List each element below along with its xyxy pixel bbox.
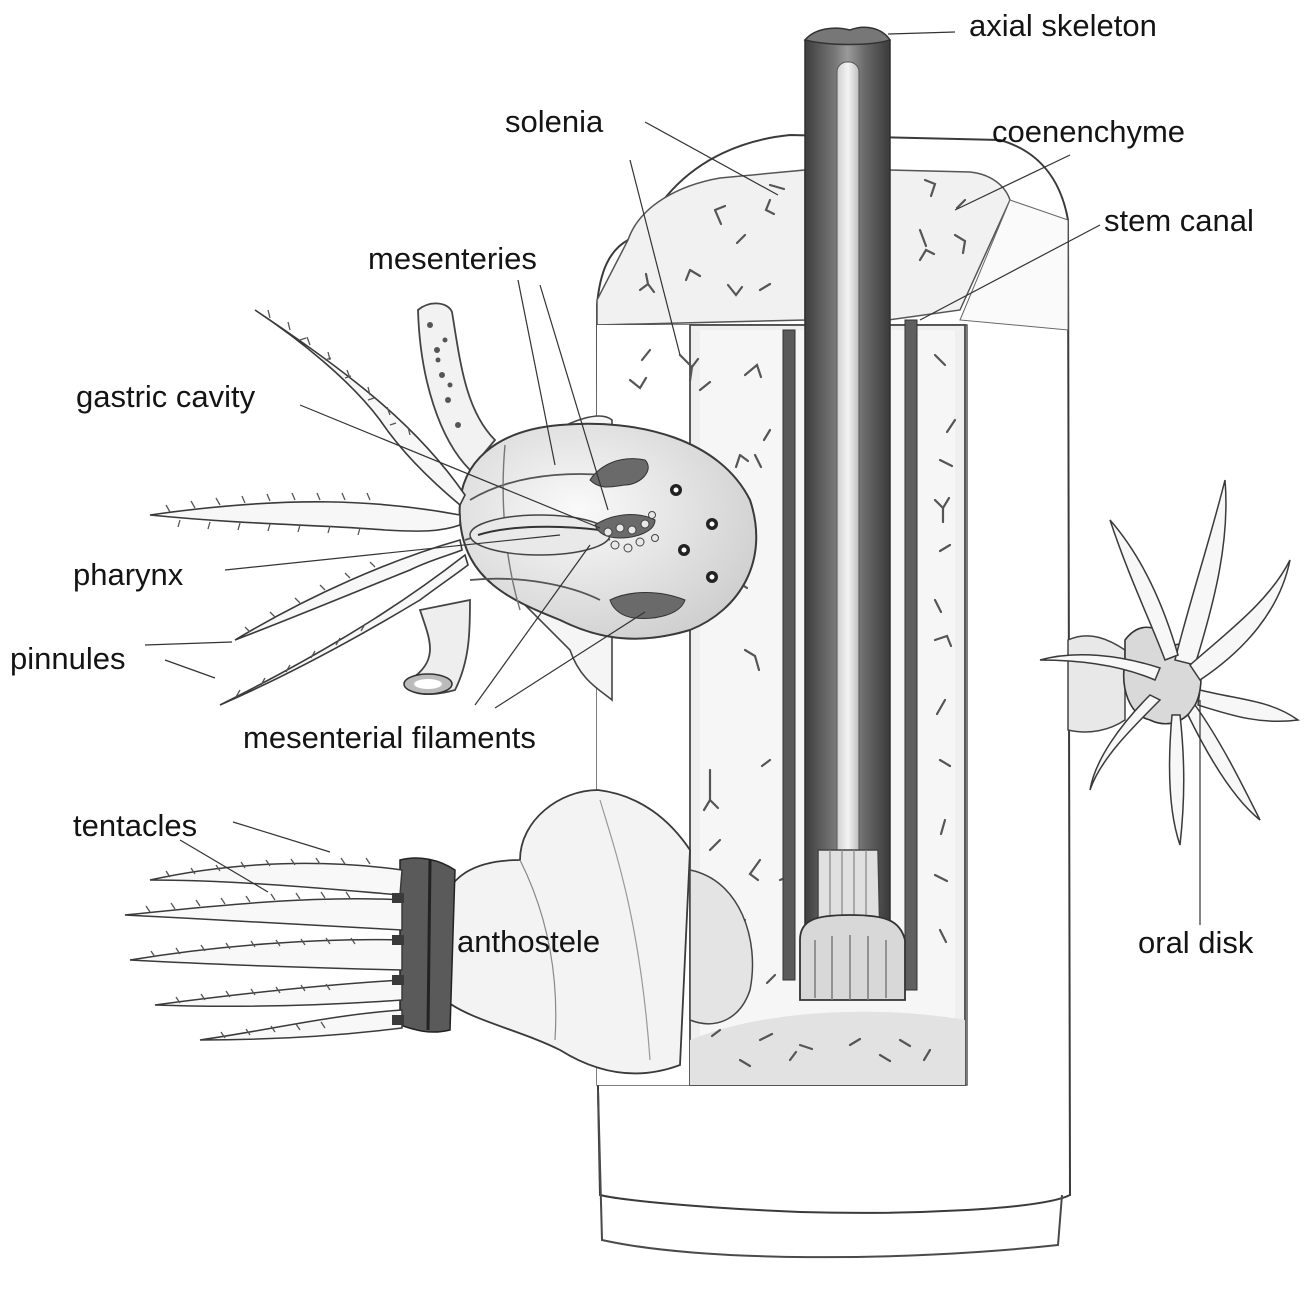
- label-solenia: solenia: [505, 106, 603, 137]
- axial-skeleton-rod: [800, 27, 905, 1000]
- pinnate-tentacles: [150, 310, 468, 705]
- label-axial-skeleton: axial skeleton: [969, 10, 1157, 41]
- label-stem-canal: stem canal: [1104, 205, 1254, 236]
- label-pinnules: pinnules: [10, 643, 125, 674]
- label-coenenchyme: coenenchyme: [992, 116, 1185, 147]
- label-mesenterial-filaments: mesenterial filaments: [243, 722, 536, 753]
- label-anthostele: anthostele: [457, 926, 600, 957]
- label-mesenteries: mesenteries: [368, 243, 537, 274]
- label-tentacles: tentacles: [73, 810, 197, 841]
- label-oral-disk: oral disk: [1138, 927, 1253, 958]
- label-pharynx: pharynx: [73, 559, 183, 590]
- label-gastric-cavity: gastric cavity: [76, 381, 255, 412]
